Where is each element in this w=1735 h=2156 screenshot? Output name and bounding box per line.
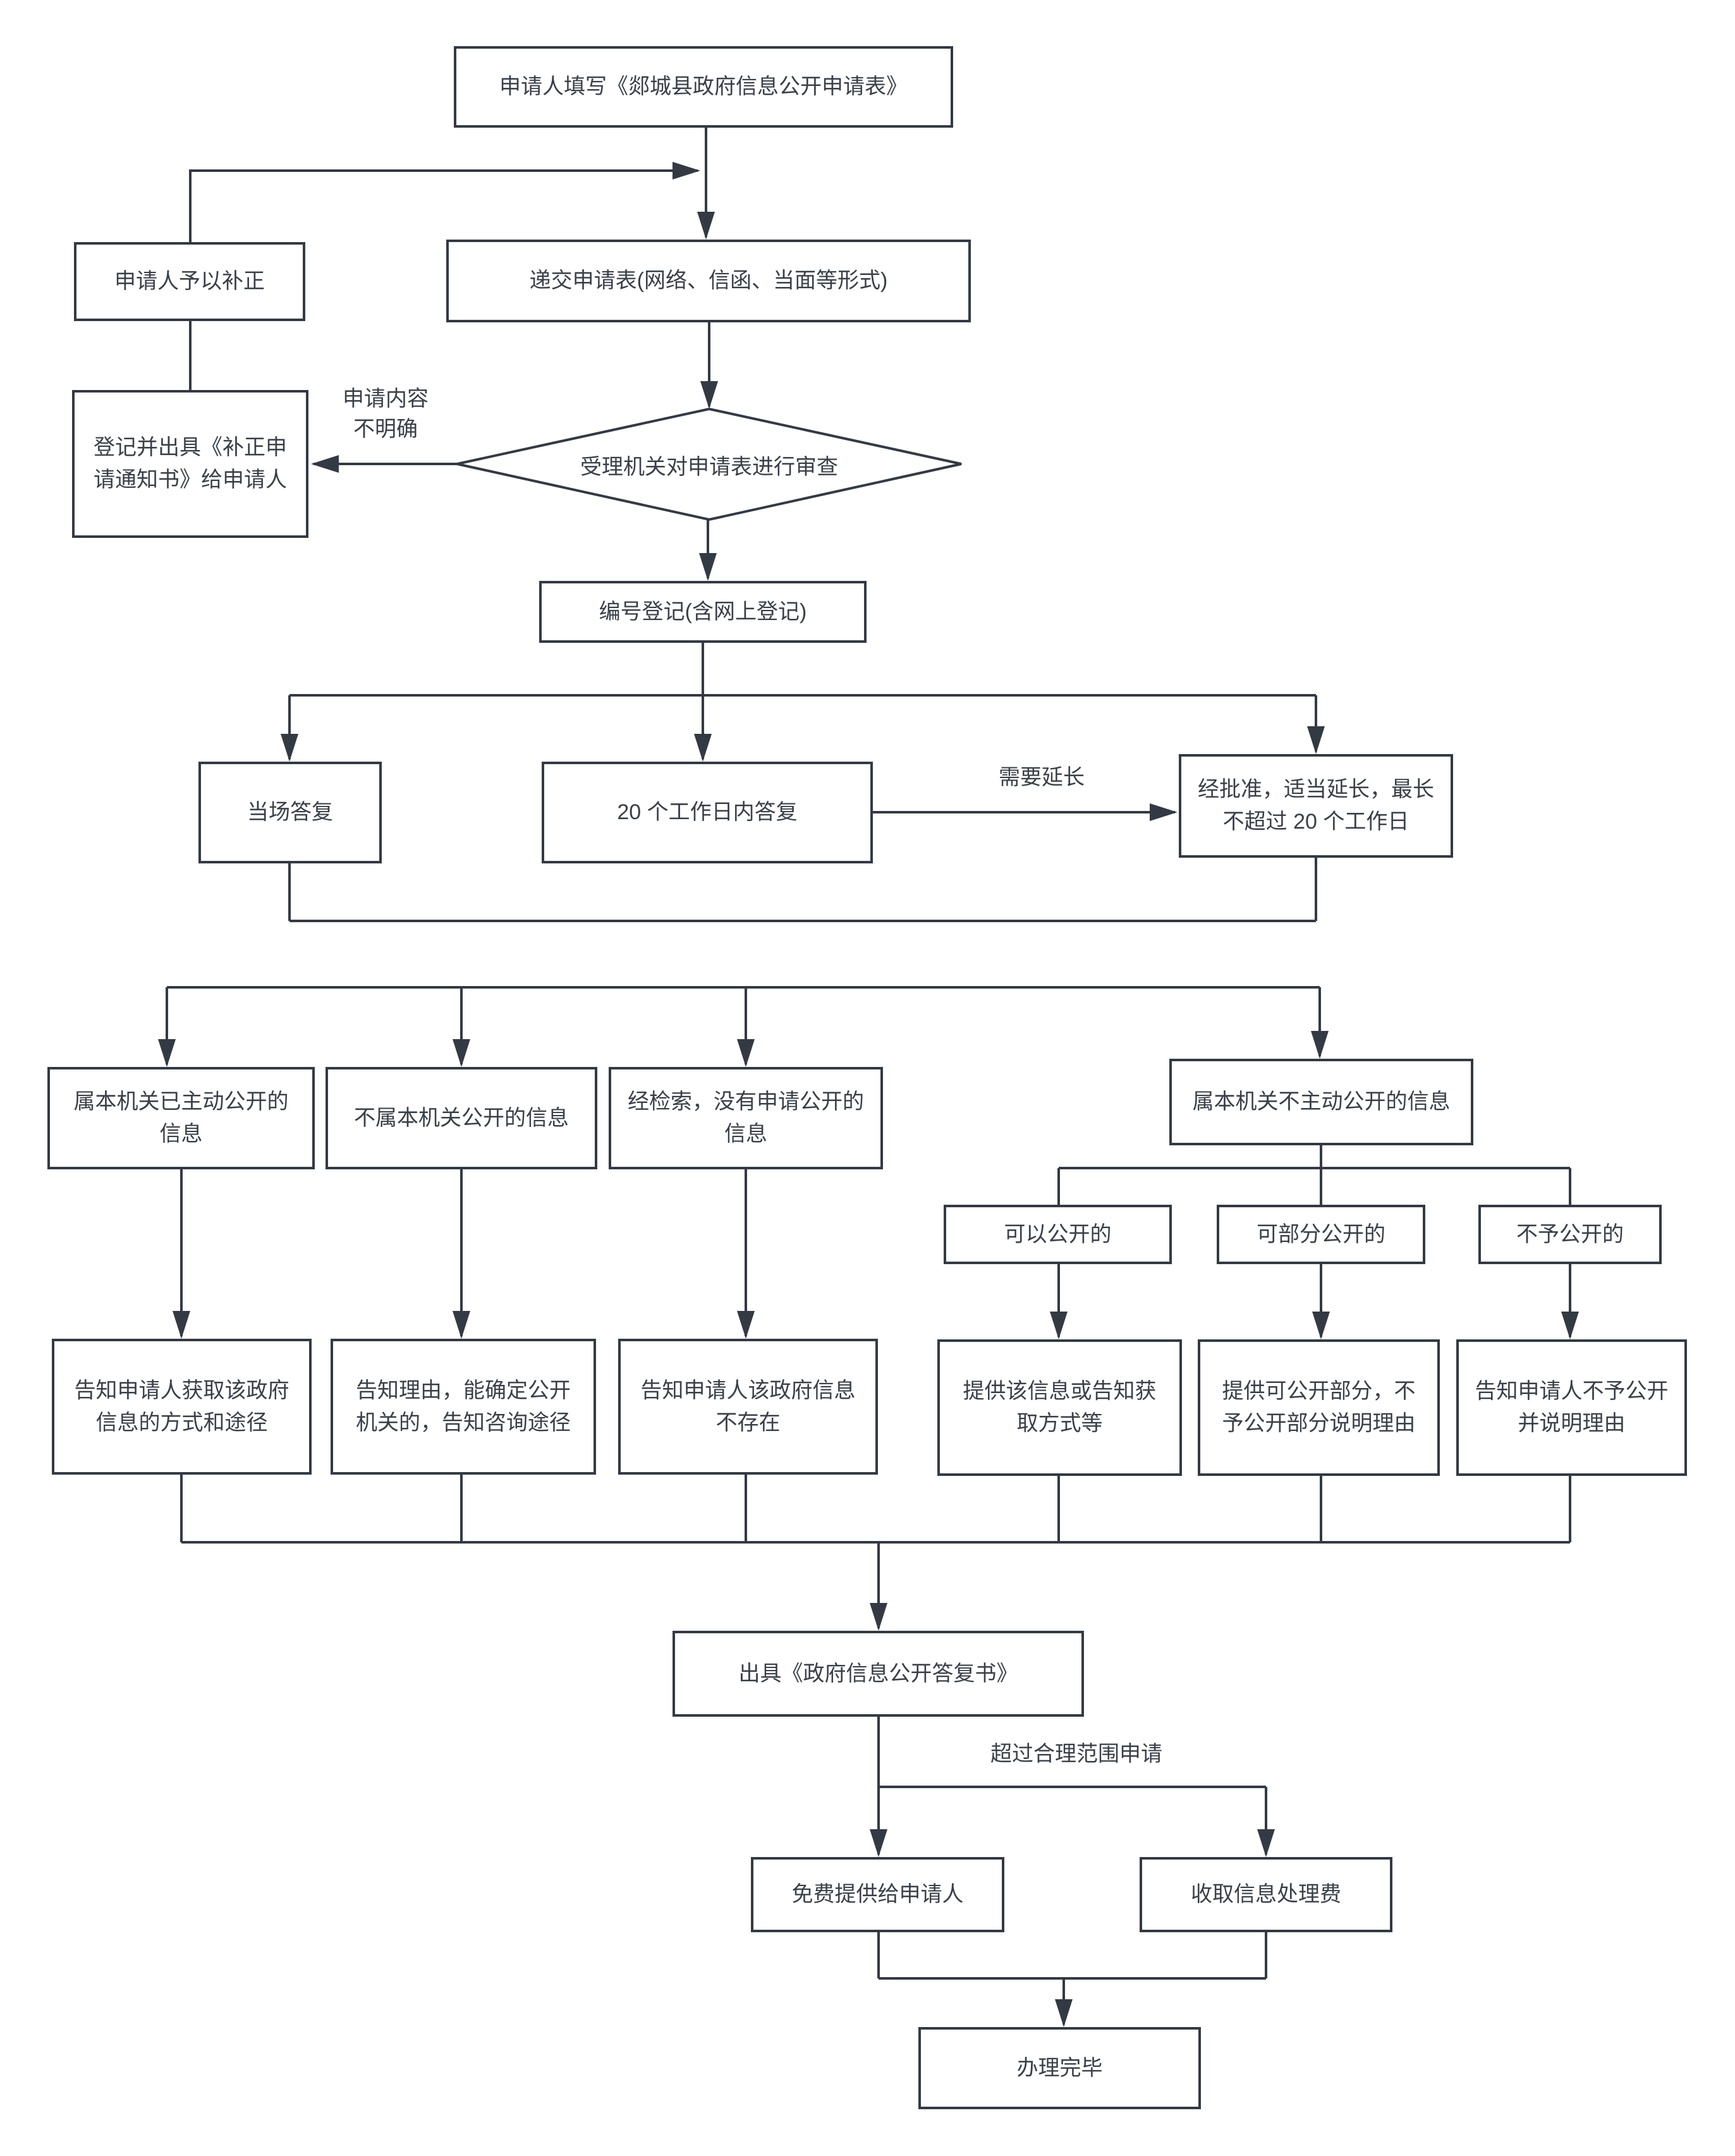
node-outcome-partial-with-reason: 提供可公开部分，不予公开部分说明理由 [1198,1339,1440,1476]
node-supplement: 申请人予以补正 [74,242,305,321]
node-label: 申请人予以补正 [114,269,265,293]
node-label: 属本机关不主动公开的信息 [1192,1090,1451,1114]
edge-label-over-reasonable-scope: 超过合理范围申请 [990,1741,1162,1766]
node-label: 递交申请表(网络、信函、当面等形式) [529,269,888,293]
node-label: 编号登记(含网上登记) [599,599,807,624]
node-label: 告知理由，能确定公开机关的，告知咨询途径 [356,1378,571,1435]
node-register: 编号登记(含网上登记) [539,581,867,643]
node-partially-disclosed: 可部分公开的 [1217,1205,1425,1264]
node-label: 告知申请人获取该政府信息的方式和途径 [74,1378,289,1435]
node-label: 告知申请人不予公开并说明理由 [1475,1379,1669,1435]
node-branch-not-proactively-disclosed: 属本机关不主动公开的信息 [1169,1059,1473,1145]
node-process-complete: 办理完毕 [918,2027,1201,2109]
node-label: 可部分公开的 [1257,1222,1385,1246]
node-reply-within-20-days: 20 个工作日内答复 [542,762,873,863]
node-outcome-not-exist: 告知申请人该政府信息不存在 [618,1339,878,1475]
node-label: 办理完毕 [1016,2056,1103,2080]
node-charge-processing-fee: 收取信息处理费 [1140,1857,1392,1932]
node-label: 免费提供给申请人 [791,1882,964,1906]
node-label: 经批准，适当延长，最长不超过 20 个工作日 [1198,777,1434,834]
node-outcome-provide-info: 提供该信息或告知获取方式等 [937,1339,1182,1476]
node-provide-free: 免费提供给申请人 [751,1857,1004,1932]
node-outcome-inform-way: 告知申请人获取该政府信息的方式和途径 [52,1339,312,1475]
node-branch-not-this-organ: 不属本机关公开的信息 [326,1067,597,1169]
node-correction-notice: 登记并出具《补正申请通知书》给申请人 [72,390,308,538]
node-not-disclosed: 不予公开的 [1478,1205,1662,1264]
node-review-decision: 受理机关对申请表进行审查 [520,430,899,499]
node-label: 不属本机关公开的信息 [354,1105,569,1130]
node-branch-not-found: 经检索，没有申请公开的信息 [609,1067,883,1169]
node-fill-form: 申请人填写《郯城县政府信息公开申请表》 [454,46,953,128]
edge-label-content-unclear: 申请内容 不明确 [343,386,429,441]
node-label: 提供可公开部分，不予公开部分说明理由 [1222,1379,1416,1435]
node-outcome-refuse-with-reason: 告知申请人不予公开并说明理由 [1456,1339,1687,1476]
node-branch-proactively-disclosed: 属本机关已主动公开的信息 [47,1067,315,1169]
node-label: 申请人填写《郯城县政府信息公开申请表》 [499,75,908,99]
node-submit: 递交申请表(网络、信函、当面等形式) [446,240,971,322]
node-label: 告知申请人该政府信息不存在 [640,1378,856,1435]
node-label: 属本机关已主动公开的信息 [73,1090,289,1146]
node-label: 提供该信息或告知获取方式等 [963,1379,1157,1435]
node-label: 出具《政府信息公开答复书》 [738,1661,1018,1686]
node-label: 不予公开的 [1516,1222,1624,1246]
node-issue-reply-document: 出具《政府信息公开答复书》 [673,1631,1084,1717]
node-label: 登记并出具《补正申请通知书》给申请人 [94,435,287,492]
node-can-be-disclosed: 可以公开的 [944,1205,1172,1264]
node-label: 收取信息处理费 [1191,1882,1341,1906]
node-outcome-inform-reason: 告知理由，能确定公开机关的，告知咨询途径 [331,1339,596,1475]
node-label: 20 个工作日内答复 [617,800,798,824]
node-onspot-reply: 当场答复 [198,762,382,863]
node-label: 可以公开的 [1004,1222,1112,1246]
edge-label-need-extension: 需要延长 [999,765,1085,789]
node-label: 经检索，没有申请公开的信息 [628,1090,864,1146]
node-approved-extension: 经批准，适当延长，最长不超过 20 个工作日 [1179,754,1453,858]
node-label: 当场答复 [247,800,333,824]
node-label: 受理机关对申请表进行审查 [580,454,838,479]
